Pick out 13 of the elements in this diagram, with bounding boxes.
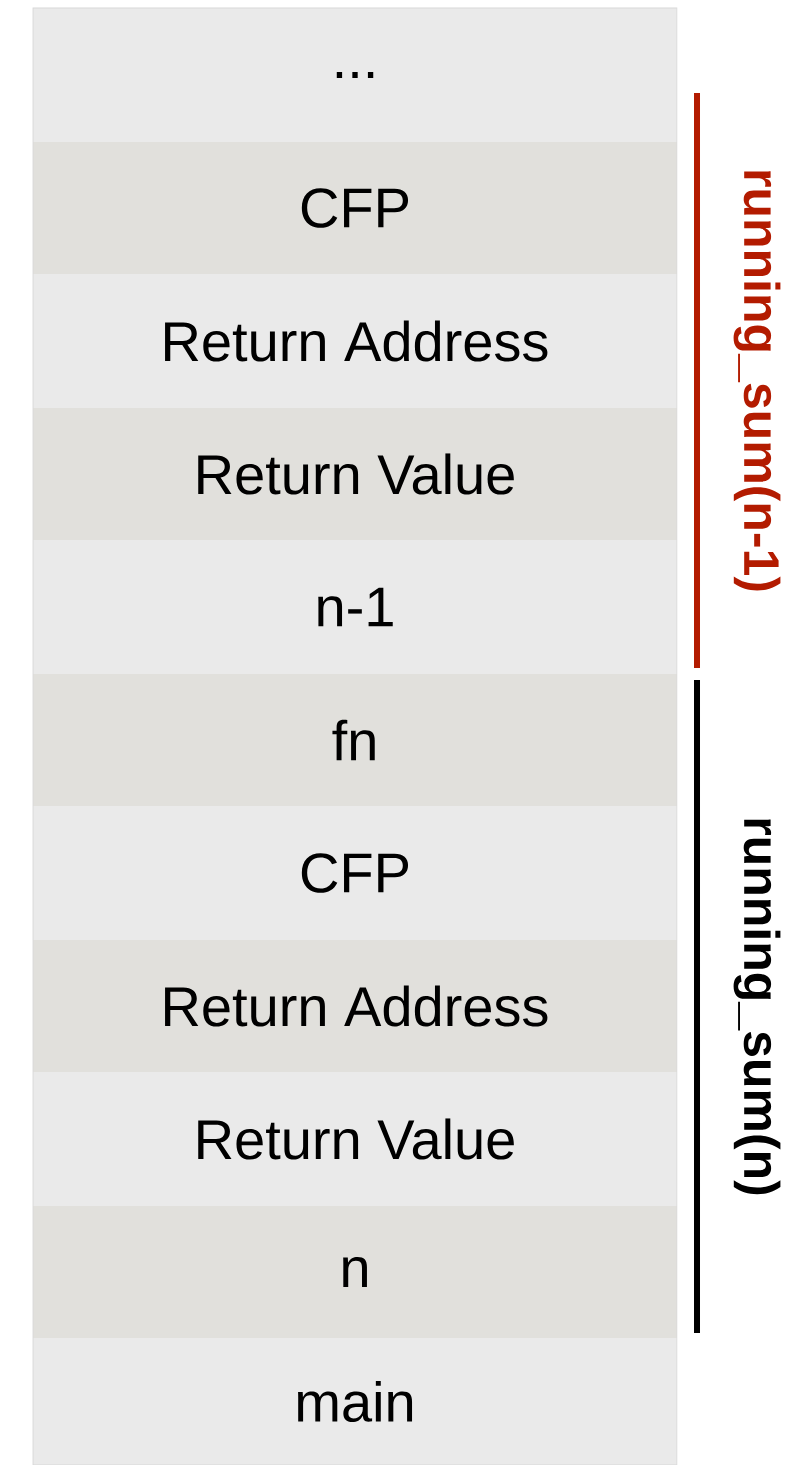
stack-cell: n [33, 1206, 677, 1338]
stack-cell: main [33, 1338, 677, 1465]
stack-cell: Return Value [33, 1072, 677, 1206]
stack-cell: Return Address [33, 274, 677, 408]
stack-cell: CFP [33, 806, 677, 940]
stack-cell: n-1 [33, 540, 677, 674]
stack-cell: ... [33, 8, 677, 142]
stack-cell: Return Address [33, 940, 677, 1072]
frame-label: running_sum(n) [733, 819, 781, 1195]
stack-cell: Return Value [33, 408, 677, 540]
stack-cell: CFP [33, 142, 677, 274]
stack-cell: fn [33, 674, 677, 806]
frame-label: running_sum(n-1) [733, 171, 781, 591]
